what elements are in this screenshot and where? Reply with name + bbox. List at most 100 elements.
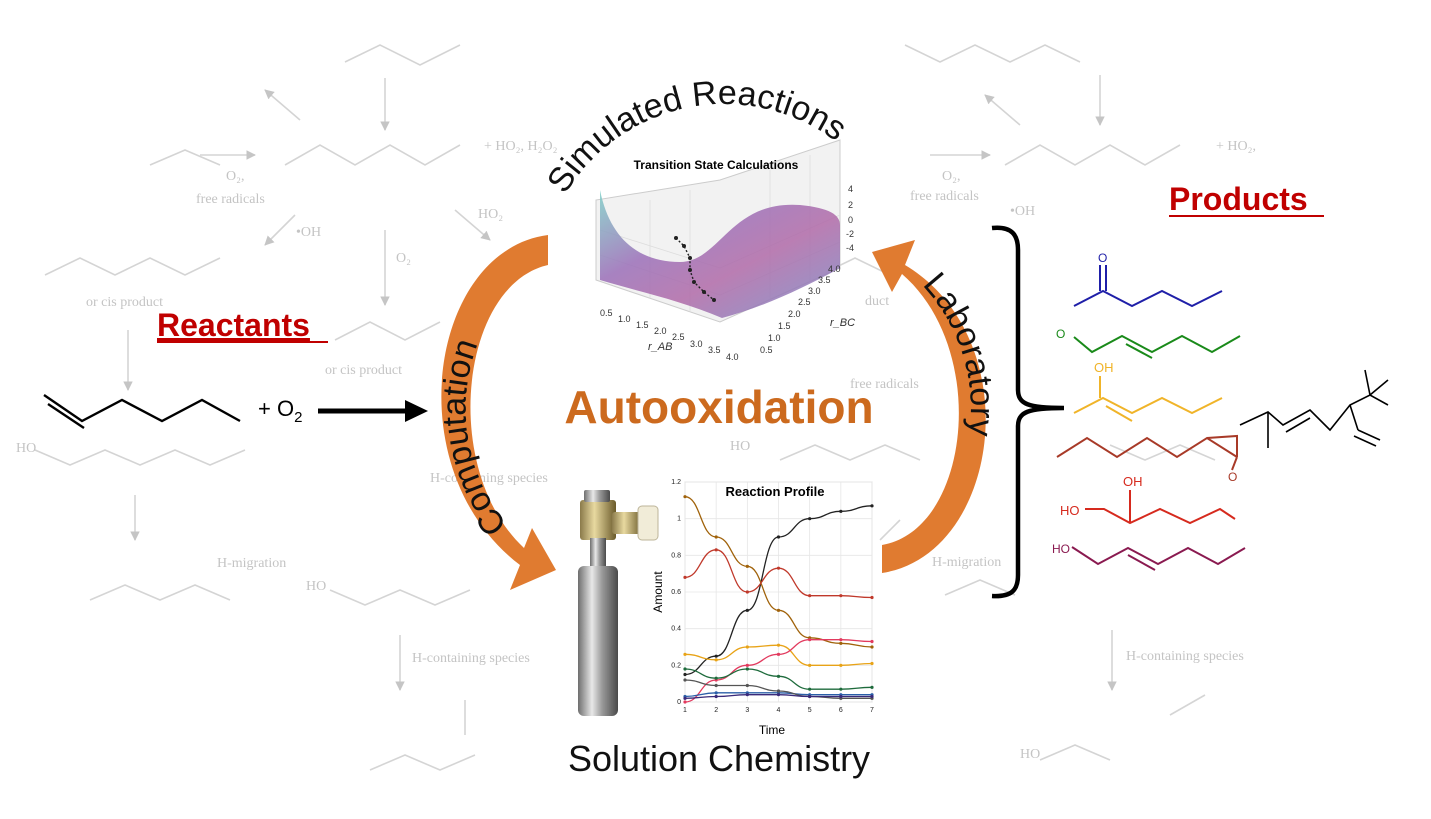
- arc-label-solution-chemistry: Solution Chemistry: [568, 738, 870, 779]
- products-heading: Products: [1169, 181, 1308, 217]
- chart-point: [839, 594, 843, 598]
- chart-point: [745, 663, 749, 667]
- bg-label: HO: [306, 579, 326, 594]
- chart-point: [839, 687, 843, 691]
- bg-label: free radicals: [910, 189, 979, 204]
- surface-x-tick: 1.0: [618, 314, 631, 324]
- chart-y-tick: 1.2: [671, 479, 681, 486]
- product-ketone: [1073, 265, 1223, 308]
- chart-point: [745, 590, 749, 594]
- product-diol: [1085, 490, 1236, 525]
- chart-point: [745, 693, 749, 697]
- bg-label: duct: [865, 294, 889, 309]
- surface-z-tick: 4: [848, 184, 853, 194]
- chart-point: [870, 645, 874, 649]
- surface-x-tick: 3.5: [708, 345, 721, 355]
- chart-point: [776, 652, 781, 656]
- chart-point: [808, 638, 812, 642]
- chart-point: [776, 674, 781, 678]
- chart-point: [776, 689, 781, 693]
- epoxide-oxygen-label: O: [1228, 470, 1237, 484]
- chart-point: [683, 495, 687, 499]
- chart-x-tick: 6: [839, 707, 843, 714]
- bg-label: H-migration: [217, 556, 286, 571]
- chart-point: [808, 663, 812, 667]
- chart-y-tick: 0.4: [671, 626, 681, 633]
- chart-point: [808, 594, 812, 598]
- chart-point: [714, 658, 718, 662]
- chart-point: [870, 504, 874, 508]
- chart-point: [683, 652, 687, 656]
- chart-point: [839, 638, 843, 642]
- bg-label: •OH: [1010, 204, 1035, 219]
- surface-x-tick: 4.0: [726, 352, 739, 362]
- chart-x-tick: 1: [683, 707, 687, 714]
- surface-y-tick: 1.0: [768, 333, 781, 343]
- bg-label: + HO₂,: [1216, 139, 1256, 154]
- diol-ho-label: HO: [1060, 503, 1080, 518]
- laboratory-arc-arrow: [872, 240, 986, 573]
- bg-label: HO₂: [478, 207, 503, 222]
- chart-point: [839, 641, 843, 645]
- central-title: Autooxidation: [564, 381, 873, 433]
- chart-y-tick: 0.8: [671, 552, 681, 559]
- reactants-heading: Reactants: [157, 307, 310, 343]
- arc-label-computation: Computation: [435, 334, 514, 543]
- chart-y-label: Amount: [651, 571, 665, 613]
- bg-label: or cis product: [86, 295, 163, 310]
- bg-label: HO: [16, 441, 36, 456]
- product-dimer: [1239, 369, 1389, 448]
- chart-point: [683, 672, 687, 677]
- chart-point: [839, 509, 843, 513]
- chart-point: [745, 683, 749, 688]
- surface-z-tick: -2: [846, 229, 854, 239]
- bg-label: H-containing species: [1126, 649, 1244, 664]
- chart-point: [776, 608, 781, 612]
- bg-label: O₂,: [942, 169, 961, 184]
- chart-y-tick: 0: [677, 699, 681, 706]
- chart-title: Reaction Profile: [726, 484, 825, 499]
- chart-point: [808, 687, 812, 691]
- surface-y-tick: 4.0: [828, 264, 841, 274]
- arc-label-laboratory: Laboratory: [916, 265, 1001, 438]
- chart-point: [808, 694, 812, 699]
- chart-point: [683, 678, 687, 682]
- bg-label: HO: [730, 439, 750, 454]
- chart-point: [745, 667, 749, 671]
- chart-point: [745, 564, 749, 568]
- chart-point: [776, 693, 781, 697]
- bg-label: HO: [1020, 747, 1040, 762]
- product-enol: [1073, 376, 1223, 422]
- chart-point: [683, 575, 687, 579]
- bg-label: O₂: [396, 251, 411, 266]
- reactor-vessel-image: [578, 490, 659, 716]
- chart-y-tick: 0.6: [671, 589, 681, 596]
- chart-y-tick: 0.2: [671, 662, 681, 669]
- product-alcohol: [1071, 546, 1246, 571]
- bg-label: + HO₂, H₂O₂: [484, 139, 558, 154]
- chart-x-tick: 4: [777, 707, 781, 714]
- chart-x-tick: 7: [870, 707, 874, 714]
- chart-point: [776, 535, 781, 539]
- chart-point: [714, 676, 718, 680]
- background-labels: O₂, free radicals •OH HO₂ O₂ or cis prod…: [16, 139, 1256, 762]
- reagent-o2: + O2: [258, 396, 302, 426]
- product-aldehyde: [1073, 334, 1241, 359]
- surface-y-tick: 3.0: [808, 286, 821, 296]
- chart-point: [683, 696, 687, 700]
- chart-point: [745, 645, 749, 649]
- surface-x-tick: 0.5: [600, 308, 613, 318]
- bg-label: free radicals: [850, 377, 919, 392]
- chart-point: [839, 663, 843, 667]
- chart-x-label: Time: [759, 723, 786, 737]
- chart-point: [839, 694, 843, 699]
- surface-x-tick: 2.0: [654, 326, 667, 336]
- surface-y-label: r_BC: [830, 317, 855, 329]
- surface-z-tick: -4: [846, 243, 854, 253]
- hexene-structure: [43, 394, 241, 429]
- alcohol-ho-label: HO: [1052, 542, 1070, 556]
- chart-y-tick: 1: [677, 516, 681, 523]
- bg-label: or cis product: [325, 363, 402, 378]
- enol-oh-label: OH: [1094, 360, 1114, 375]
- chart-point: [745, 608, 749, 612]
